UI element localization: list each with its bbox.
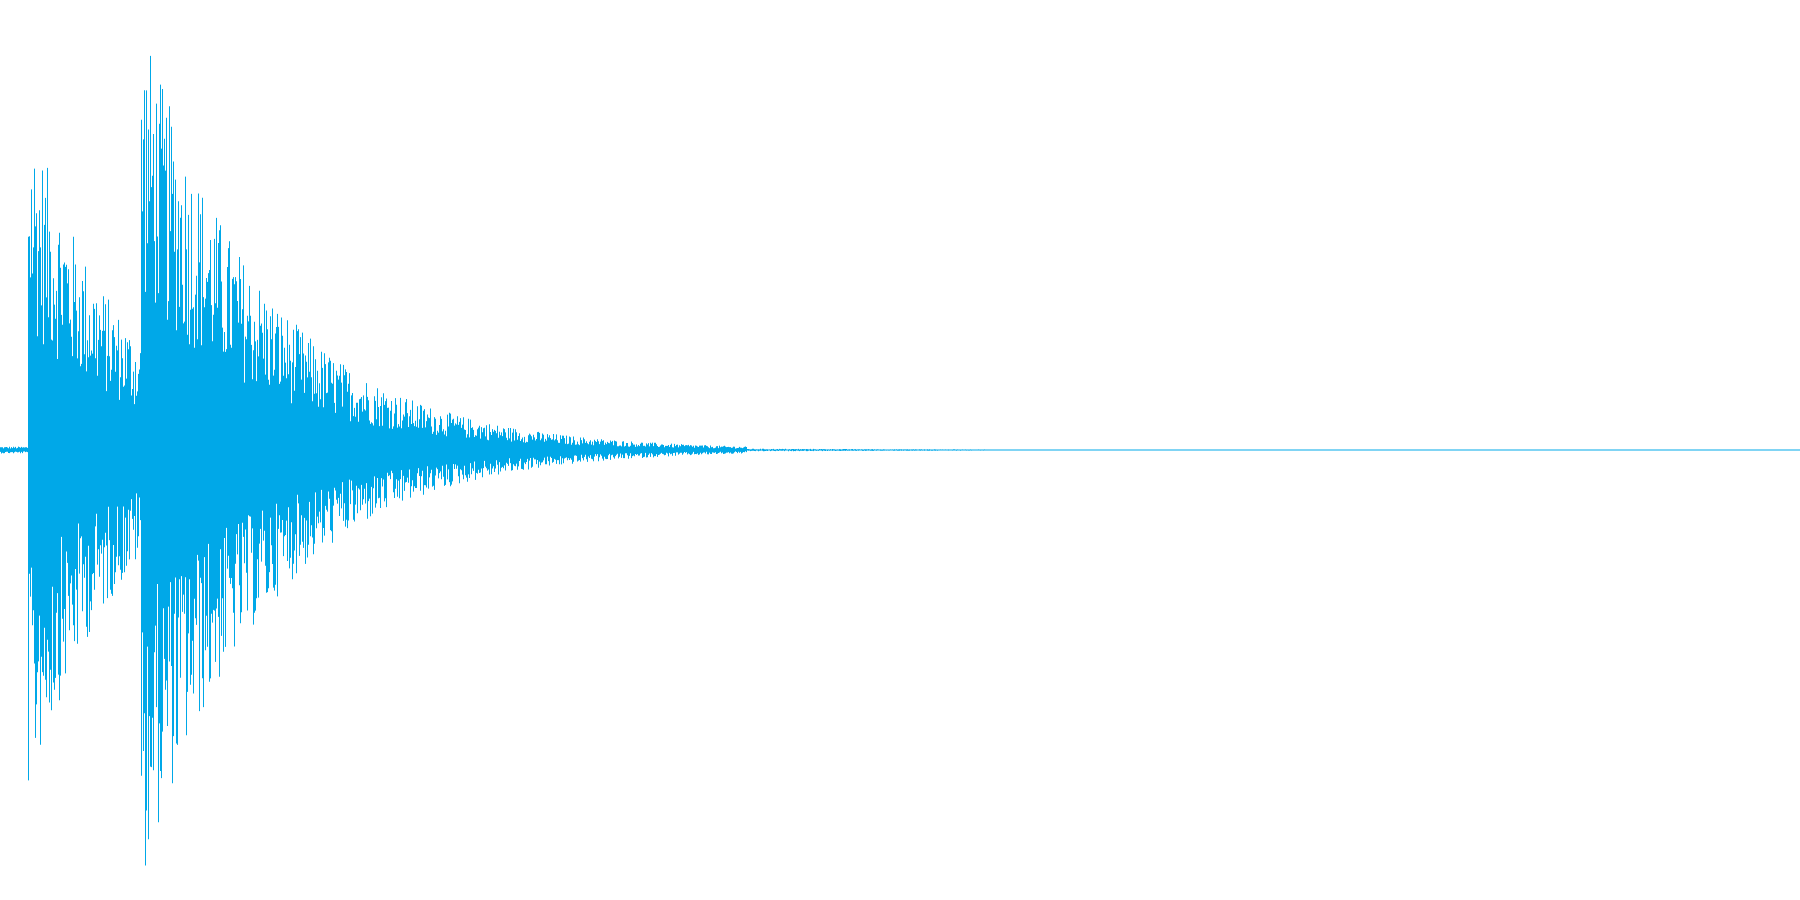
waveform-trace xyxy=(0,55,1053,866)
waveform-samples xyxy=(0,55,1053,866)
